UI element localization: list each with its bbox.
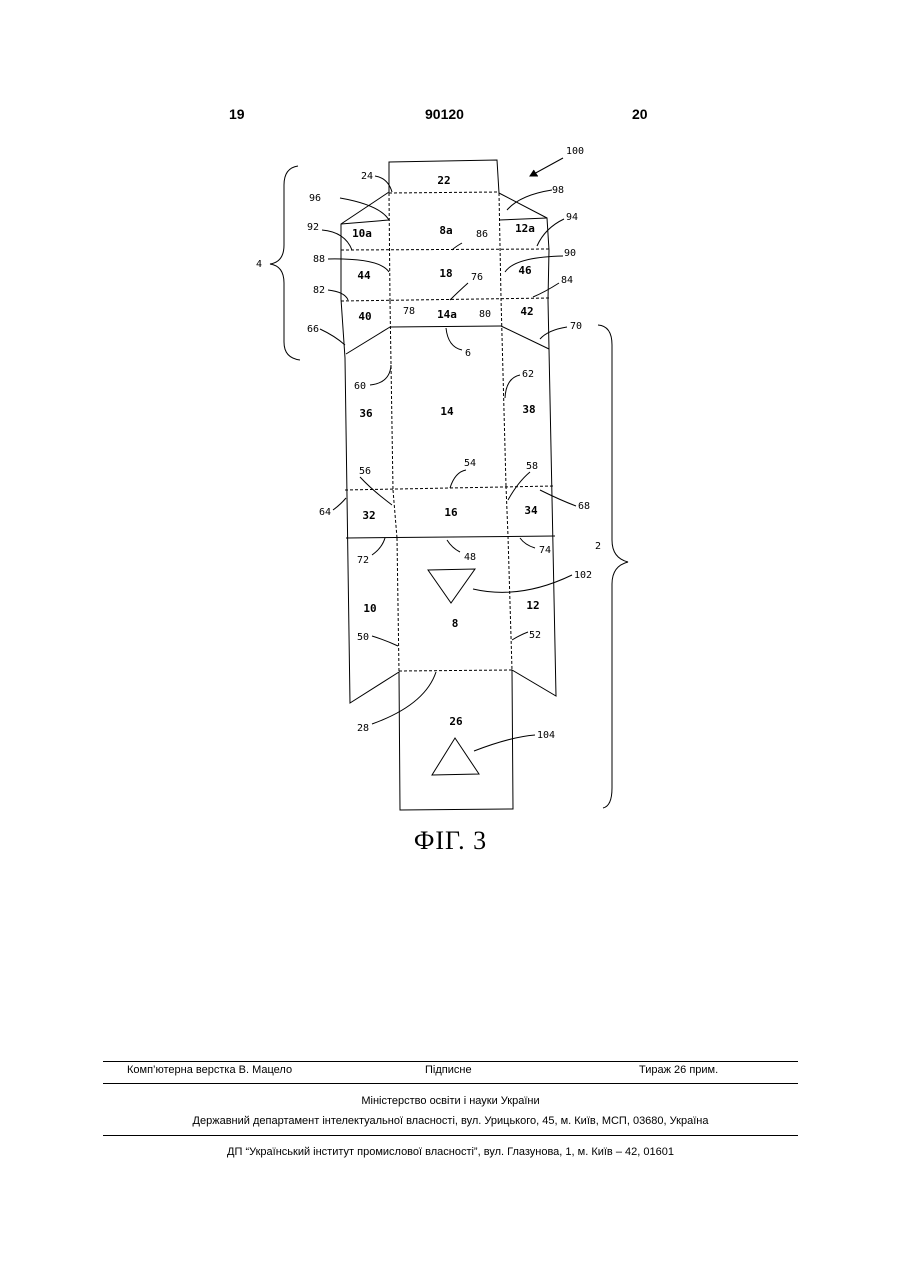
panel-label-34: 34 bbox=[524, 504, 538, 517]
panel-label-42: 42 bbox=[520, 305, 533, 318]
footer-rule-middle bbox=[103, 1083, 798, 1084]
ref-numeral-100: 100 bbox=[566, 146, 584, 157]
ref-numeral-98: 98 bbox=[552, 185, 564, 196]
panel-label-16: 16 bbox=[444, 506, 458, 519]
ref-numeral-2: 2 bbox=[595, 541, 601, 552]
panel-label-14a: 14a bbox=[437, 308, 457, 321]
ref-numeral-56: 56 bbox=[359, 466, 371, 477]
ref-numeral-96: 96 bbox=[309, 193, 321, 204]
panel-label-12a: 12a bbox=[515, 222, 535, 235]
panel-label-10a: 10a bbox=[352, 227, 372, 240]
panel-label-38: 38 bbox=[522, 403, 535, 416]
ref-numeral-72: 72 bbox=[357, 555, 369, 566]
panel-labels: 22 8a 10a 12a 18 44 46 40 14a 42 14 36 38 16 32 34 8 10 12… bbox=[352, 174, 540, 728]
panel-label-40: 40 bbox=[358, 310, 371, 323]
ref-numeral-84: 84 bbox=[561, 275, 573, 286]
panel-label-26: 26 bbox=[449, 715, 463, 728]
ref-numeral-62: 62 bbox=[522, 369, 534, 380]
ref-numeral-70: 70 bbox=[570, 321, 582, 332]
panel-label-10: 10 bbox=[363, 602, 376, 615]
ref-numeral-66: 66 bbox=[307, 324, 319, 335]
ref-numeral-90: 90 bbox=[564, 248, 576, 259]
panel-label-46: 46 bbox=[518, 264, 532, 277]
ref-numeral-80: 80 bbox=[479, 309, 491, 320]
ref-numeral-6: 6 bbox=[465, 348, 471, 359]
panel-label-22: 22 bbox=[437, 174, 450, 187]
ref-numeral-48: 48 bbox=[464, 552, 476, 563]
department-line: Державний департамент інтелектуальної вл… bbox=[0, 1115, 901, 1127]
panel-label-18: 18 bbox=[439, 267, 452, 280]
reference-numerals: 1002496989294868890768284788066706606254… bbox=[256, 146, 601, 741]
panel-label-8a: 8a bbox=[439, 224, 452, 237]
brace-2 bbox=[598, 325, 628, 808]
ref-numeral-76: 76 bbox=[471, 272, 483, 283]
ref-numeral-50: 50 bbox=[357, 632, 369, 643]
ref-numeral-4: 4 bbox=[256, 259, 262, 270]
ref-numeral-104: 104 bbox=[537, 730, 555, 741]
ref-numeral-54: 54 bbox=[464, 458, 476, 469]
signed-note: Підписне bbox=[425, 1064, 472, 1076]
panel-label-14: 14 bbox=[440, 405, 454, 418]
ref-numeral-64: 64 bbox=[319, 507, 331, 518]
panel-label-32: 32 bbox=[362, 509, 375, 522]
ref-numeral-94: 94 bbox=[566, 212, 578, 223]
ref-numeral-58: 58 bbox=[526, 461, 538, 472]
panel-label-44: 44 bbox=[357, 269, 371, 282]
figure-caption: ФІГ. 3 bbox=[0, 826, 901, 856]
blank-outline bbox=[341, 160, 556, 810]
triangle-102 bbox=[428, 569, 475, 603]
panel-label-8: 8 bbox=[452, 617, 459, 630]
publisher-line: ДП “Український інститут промислової вла… bbox=[0, 1146, 901, 1158]
footer-rule-bottom bbox=[103, 1135, 798, 1136]
ref-numeral-52: 52 bbox=[529, 630, 541, 641]
ref-numeral-88: 88 bbox=[313, 254, 325, 265]
footer-rule-top bbox=[103, 1061, 798, 1062]
panel-label-12: 12 bbox=[526, 599, 539, 612]
layout-credit: Комп’ютерна верстка В. Мацело bbox=[127, 1064, 292, 1076]
ref-numeral-24: 24 bbox=[361, 171, 373, 182]
triangle-104 bbox=[432, 738, 479, 775]
ref-numeral-102: 102 bbox=[574, 570, 592, 581]
ref-numeral-78: 78 bbox=[403, 306, 415, 317]
leader-lines bbox=[320, 158, 576, 751]
brace-4 bbox=[270, 166, 300, 360]
ref-numeral-68: 68 bbox=[578, 501, 590, 512]
ref-numeral-28: 28 bbox=[357, 723, 369, 734]
ref-numeral-82: 82 bbox=[313, 285, 325, 296]
ref-numeral-92: 92 bbox=[307, 222, 319, 233]
panel-label-36: 36 bbox=[359, 407, 373, 420]
print-run: Тираж 26 прим. bbox=[639, 1064, 718, 1076]
ref-numeral-60: 60 bbox=[354, 381, 366, 392]
carton-blank-drawing: 228a10a12a1844464014a4214363816323481012… bbox=[0, 0, 901, 900]
ref-numeral-86: 86 bbox=[476, 229, 488, 240]
ref-numeral-74: 74 bbox=[539, 545, 551, 556]
ministry-line: Міністерство освіти і науки України bbox=[0, 1095, 901, 1107]
